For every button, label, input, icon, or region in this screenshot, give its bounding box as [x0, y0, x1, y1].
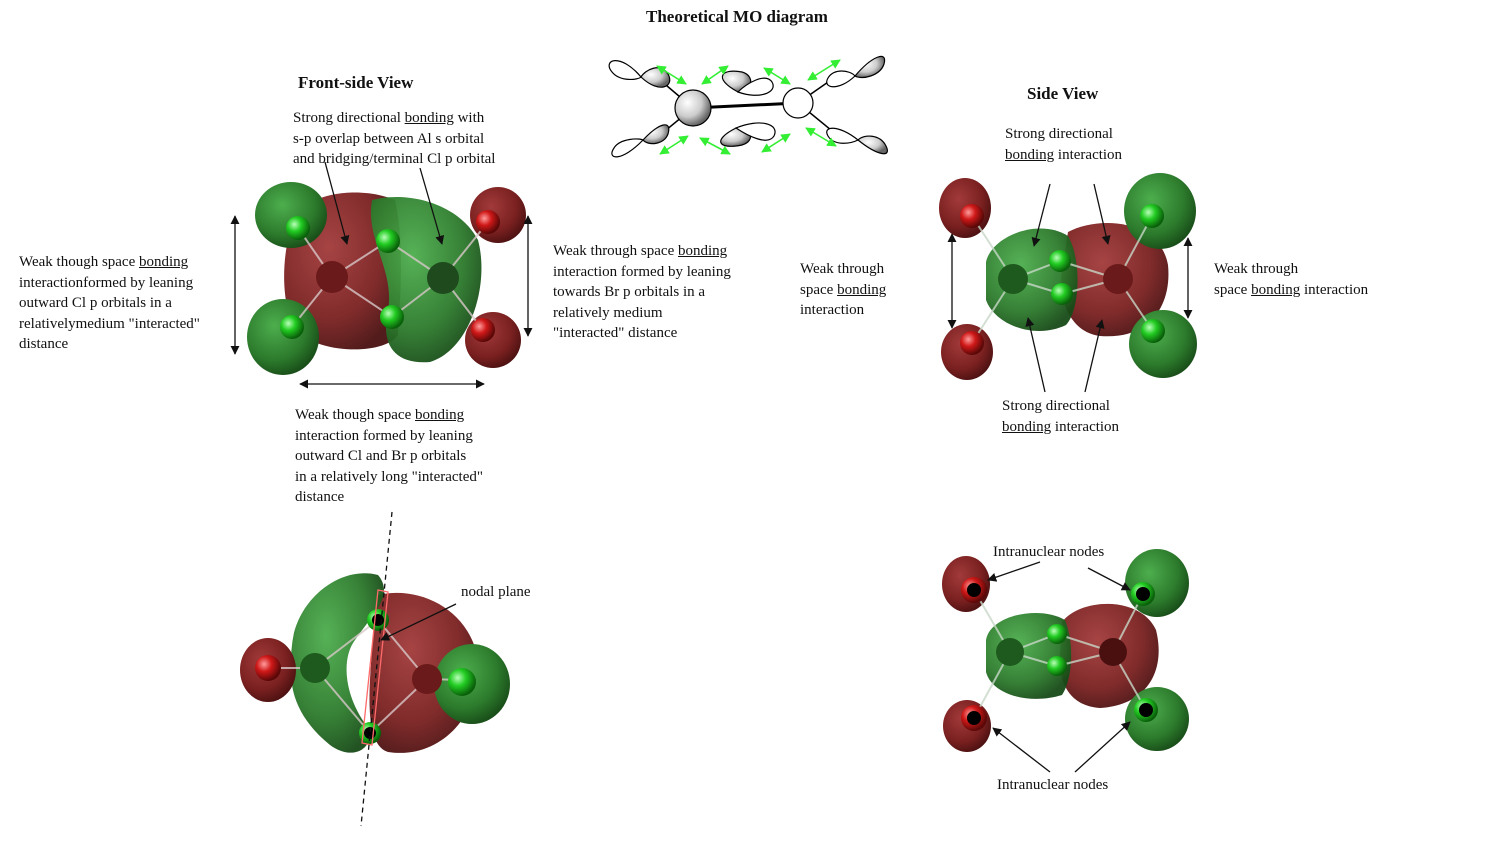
front-view-orbital [247, 182, 526, 375]
main-title: Theoretical MO diagram [646, 7, 828, 26]
note-line: and bridging/terminal Cl p orbital [293, 149, 495, 170]
note-underlined-text: bonding [415, 407, 465, 423]
side-note-bottom: Strong directional bonding interaction [1002, 396, 1119, 437]
note-line: interaction formed by leaning [553, 262, 731, 283]
intranuclear-nodes-top-label: Intranuclear nodes [993, 544, 1105, 560]
mo-schematic [608, 55, 888, 158]
note-text: distance [19, 336, 69, 352]
note-text: with [453, 110, 485, 126]
note-text: in a relatively long "interacted" [295, 468, 484, 485]
note-text: relativelymedium "interacted" [19, 315, 200, 332]
note-text: space [1214, 281, 1252, 298]
note-line: Weak through [800, 259, 886, 280]
front-note-bottom: Weak though space bonding interaction fo… [295, 405, 483, 508]
note-text: interaction [1054, 146, 1123, 163]
note-underlined-text: bonding [1005, 146, 1055, 163]
side-note-top: Strong directional bonding interaction [1005, 124, 1122, 165]
note-text: space [800, 281, 838, 298]
note-line: space bonding interaction [1214, 280, 1368, 301]
note-text: Weak through [1214, 261, 1299, 277]
note-text: distance [295, 489, 345, 505]
nodal-plane-label: nodal plane [461, 584, 531, 600]
note-line: space bonding [800, 280, 886, 301]
side-view-orbital [939, 173, 1197, 380]
note-line: Weak though space bonding [295, 405, 483, 426]
note-underlined-text: bonding [837, 281, 887, 298]
note-line: Strong directional bonding with [293, 108, 495, 129]
note-text: Weak through space [553, 243, 678, 259]
intranuclear-nodes-bottom-label: Intranuclear nodes [997, 777, 1109, 793]
note-text: interaction [1051, 418, 1120, 435]
note-text: interactionformed by leaning [19, 274, 194, 291]
note-text: Strong directional [293, 110, 405, 126]
note-line: distance [295, 487, 483, 508]
note-line: outward Cl p orbitals in a [19, 293, 200, 314]
note-line: in a relatively long "interacted" [295, 467, 483, 488]
note-text: interaction formed by leaning [553, 263, 731, 280]
front-view-arrows [230, 161, 533, 389]
note-text: relatively medium [553, 304, 663, 321]
note-line: Strong directional [1002, 396, 1119, 417]
note-text: Weak though space [295, 407, 415, 423]
note-line: interaction [800, 300, 886, 321]
note-line: s-p overlap between Al s orbital [293, 129, 495, 150]
side-note-right: Weak through space bonding interaction [1214, 259, 1368, 300]
note-line: Weak though space bonding [19, 252, 200, 273]
note-line: Weak through space bonding [553, 241, 731, 262]
note-text: interaction [800, 302, 865, 318]
note-underlined-text: bonding [404, 110, 454, 126]
note-line: outward Cl and Br p orbitals [295, 446, 483, 467]
note-text: and bridging/terminal Cl p orbital [293, 151, 496, 167]
note-text: Weak through [800, 261, 885, 277]
note-text: Strong directional [1005, 126, 1113, 142]
front-view-title: Front-side View [298, 73, 414, 92]
note-line: interactionformed by leaning [19, 273, 200, 294]
note-text: Weak though space [19, 254, 139, 270]
note-text: interaction [1300, 281, 1369, 298]
note-line: relativelymedium "interacted" [19, 314, 200, 335]
intranuclear-nodes-orbital [942, 549, 1189, 773]
note-underlined-text: bonding [678, 243, 728, 259]
note-line: bonding interaction [1005, 145, 1122, 166]
note-line: bonding interaction [1002, 417, 1119, 438]
note-line: "interacted" distance [553, 323, 731, 344]
nodal-plane-orbital [240, 511, 510, 827]
note-underlined-text: bonding [139, 254, 189, 270]
note-line: relatively medium [553, 303, 731, 324]
note-line: Strong directional [1005, 124, 1122, 145]
side-view-title: Side View [1027, 84, 1099, 103]
note-underlined-text: bonding [1251, 281, 1301, 298]
note-text: towards Br p orbitals in a [553, 284, 706, 300]
side-note-left: Weak through space bonding interaction [800, 259, 886, 321]
note-line: interaction formed by leaning [295, 426, 483, 447]
note-text: s-p overlap between Al s orbital [293, 130, 485, 147]
note-text: outward Cl and Br p orbitals [295, 448, 467, 464]
side-view-arrows [947, 183, 1193, 393]
note-line: towards Br p orbitals in a [553, 282, 731, 303]
note-underlined-text: bonding [1002, 418, 1052, 435]
note-text: outward Cl p orbitals in a [19, 295, 172, 311]
note-text: interaction formed by leaning [295, 427, 473, 444]
note-line: Weak through [1214, 259, 1368, 280]
note-text: Strong directional [1002, 398, 1110, 414]
note-text: "interacted" distance [553, 325, 678, 341]
note-line: distance [19, 334, 200, 355]
